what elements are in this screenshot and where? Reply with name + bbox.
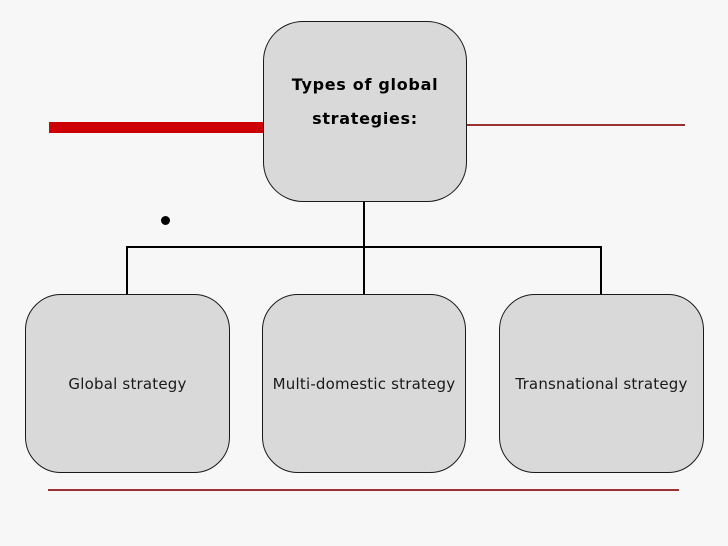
bullet-point: [161, 216, 170, 225]
node-label-transnational-strategy: Transnational strategy: [515, 374, 688, 393]
top-divider-line: [462, 124, 685, 126]
root-node-label-line1: Types of global: [291, 75, 439, 94]
root-node-label: Types of global strategies:: [264, 22, 466, 136]
node-transnational-strategy: Transnational strategy: [499, 294, 704, 473]
connector-horizontal: [126, 246, 602, 248]
node-label-global-strategy: Global strategy: [68, 374, 187, 393]
connector-left-vertical: [126, 246, 128, 294]
node-types-of-global-strategies: Types of global strategies:: [263, 21, 467, 202]
bottom-divider-line: [48, 489, 679, 491]
root-node-label-line2: strategies:: [312, 109, 418, 128]
connector-right-vertical: [600, 246, 602, 294]
node-label-multi-domestic-strategy: Multi-domestic strategy: [272, 374, 456, 393]
node-multi-domestic-strategy: Multi-domestic strategy: [262, 294, 466, 473]
red-accent-bar: [49, 122, 267, 133]
node-global-strategy: Global strategy: [25, 294, 230, 473]
